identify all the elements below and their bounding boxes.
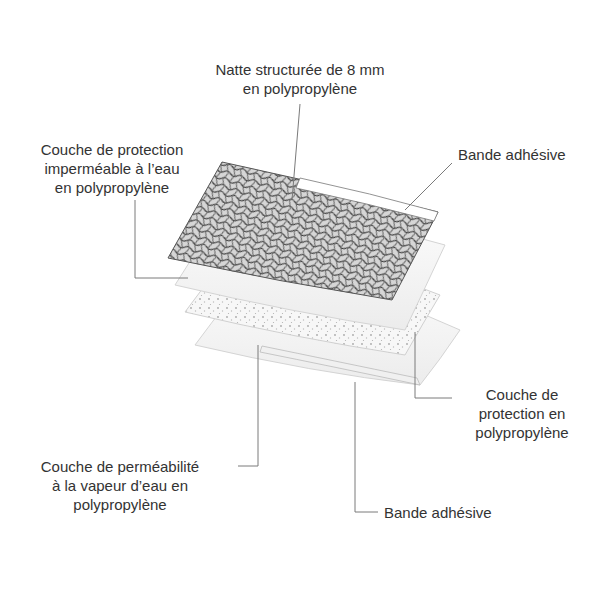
adhesive-band xyxy=(260,346,420,385)
part-label: Couche de protection imperméable à l’eau… xyxy=(37,140,187,197)
part-label: Natte structurée de 8 mm en polypropylèn… xyxy=(208,60,393,98)
part-label: Bande adhésive xyxy=(384,503,524,522)
part-label: Bande adhésive xyxy=(458,145,593,164)
adhesive-band xyxy=(296,178,438,221)
part-label: Couche de perméabilité à la vapeur d’eau… xyxy=(35,457,205,514)
mesh-layer xyxy=(168,162,438,300)
part-label: Couche de protection en polypropylène xyxy=(460,385,585,442)
leader-lines xyxy=(135,104,452,512)
